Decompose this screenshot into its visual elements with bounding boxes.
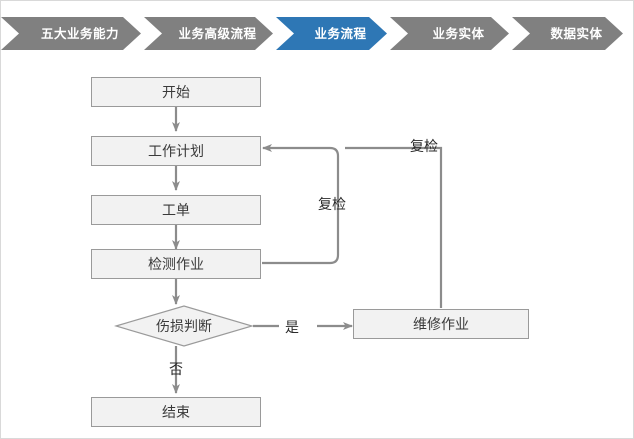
breadcrumb-chevrons [1, 17, 623, 50]
breadcrumb-chevron-2[interactable] [276, 17, 387, 50]
breadcrumb-chevron-0[interactable] [1, 17, 141, 50]
edge-label-recheck-inner: 复检 [318, 197, 346, 213]
breadcrumb-label-0[interactable]: 五大业务能力 [40, 26, 119, 41]
breadcrumb-chevron-1[interactable] [144, 17, 273, 50]
breadcrumb-chevron-3[interactable] [390, 17, 509, 50]
edge-label-recheck-outer: 复检 [410, 139, 438, 155]
node-workorder[interactable]: 工单 [91, 195, 261, 225]
edge-label-yes: 是 [285, 320, 299, 336]
node-start[interactable]: 开始 [91, 77, 261, 107]
breadcrumb-chevron-4[interactable] [512, 17, 623, 50]
breadcrumb-label-1[interactable]: 业务高级流程 [178, 26, 257, 41]
edge-inspect-recheck-to-workplan [262, 144, 340, 265]
node-workplan[interactable]: 工作计划 [91, 136, 261, 166]
breadcrumb-label-2[interactable]: 业务流程 [314, 26, 367, 41]
breadcrumb-label-4[interactable]: 数据实体 [550, 26, 603, 41]
node-inspect[interactable]: 检测作业 [91, 249, 261, 279]
node-decision[interactable] [114, 304, 254, 348]
edge-repair-recheck-to-workplan [345, 146, 443, 308]
node-repair[interactable]: 维修作业 [353, 309, 529, 339]
edge-label-no: 否 [169, 362, 183, 378]
node-end[interactable]: 结束 [91, 397, 261, 427]
breadcrumb [1, 17, 633, 50]
breadcrumb-label-3[interactable]: 业务实体 [432, 26, 485, 41]
